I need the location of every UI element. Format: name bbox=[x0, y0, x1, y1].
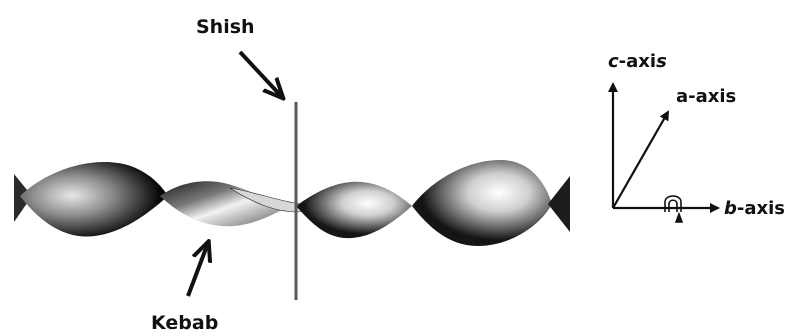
crystal-axes: c-axis a-axis b-axis bbox=[608, 51, 785, 223]
shish-label: Shish bbox=[196, 16, 255, 38]
shish-arrow bbox=[238, 50, 282, 97]
c-axis-label: c-axis bbox=[608, 51, 667, 72]
ribbon-lobe-3 bbox=[296, 181, 412, 239]
ribbon-lobe-2 bbox=[160, 181, 290, 227]
rotation-icon bbox=[664, 195, 684, 223]
ribbon-right-end bbox=[548, 176, 570, 232]
ribbon-lobe-4 bbox=[412, 160, 552, 246]
a-axis-label: a-axis bbox=[676, 86, 736, 107]
kebab-label: Kebab bbox=[151, 312, 218, 334]
ribbon-lobe-1 bbox=[20, 161, 168, 237]
a-axis-arrow bbox=[612, 110, 669, 209]
twisted-ribbon bbox=[14, 160, 570, 246]
b-axis-label: b-axis bbox=[724, 198, 785, 219]
kebab-arrow bbox=[186, 243, 208, 297]
